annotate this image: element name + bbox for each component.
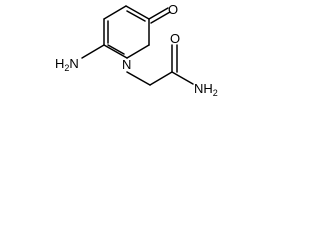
bond-c6-amine <box>81 44 105 59</box>
bond-c2-n1 <box>126 44 150 59</box>
amine-subscript: 2 <box>64 63 69 73</box>
structure-diagram: O N H2N O NH2 <box>55 2 218 98</box>
amide-nh: NH <box>194 81 213 96</box>
bond-n1-c6-inner <box>107 44 125 55</box>
molecule-canvas: O N H2N O NH2 <box>0 0 254 100</box>
bond-c4-c3-outer <box>125 5 150 20</box>
amine-nitrogen: N <box>69 56 78 71</box>
ring-oxygen-label: O <box>168 2 178 17</box>
bond-c3-o <box>148 7 169 20</box>
amide-subscript: 2 <box>213 88 218 98</box>
bond-ch2-camide <box>149 71 173 86</box>
bond-c4-c3-inner <box>126 10 146 22</box>
ring-nitrogen-label: N <box>122 57 131 72</box>
bond-n1-c6-outer <box>103 44 128 59</box>
bond-camide-nh2 <box>171 71 194 85</box>
amine-hydrogen: H <box>55 56 64 71</box>
amide-label: NH2 <box>194 81 218 98</box>
bond-c5-c4 <box>103 5 127 20</box>
carbonyl-oxygen-label: O <box>170 31 180 46</box>
amine-label: H2N <box>55 56 79 73</box>
bond-n1-ch2 <box>126 71 151 86</box>
bond-c3-o-double <box>150 11 171 24</box>
